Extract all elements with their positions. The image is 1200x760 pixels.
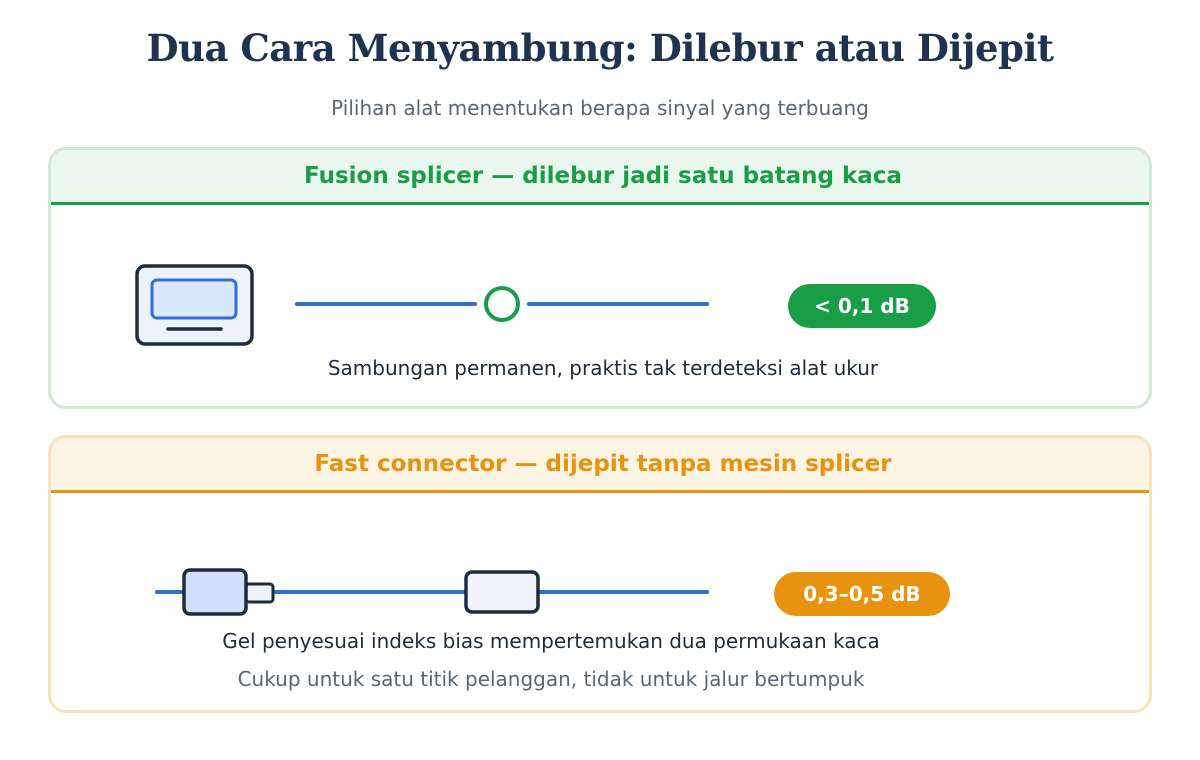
splicer-machine-icon — [135, 264, 254, 346]
fast-connector-heading: Fast connector — dijepit tanpa mesin spl… — [51, 438, 1149, 493]
fast-connector-caption: Gel penyesuai indeks bias mempertemukan … — [222, 629, 880, 653]
fusion-splicer-heading: Fusion splicer — dilebur jadi satu batan… — [51, 150, 1149, 205]
fast-connector-loss-badge: 0,3–0,5 dB — [774, 572, 950, 616]
fusion-loss-badge: < 0,1 dB — [788, 284, 936, 328]
page-title: Dua Cara Menyambung: Dilebur atau Dijepi… — [146, 26, 1054, 70]
fast-connector-note: Cukup untuk satu titik pelanggan, tidak … — [237, 667, 865, 691]
fusion-splicer-panel: Fusion splicer — dilebur jadi satu batan… — [48, 147, 1152, 409]
fast-connector-panel: Fast connector — dijepit tanpa mesin spl… — [48, 435, 1152, 713]
adapter-coupler-icon — [464, 570, 540, 614]
fusion-caption: Sambungan permanen, praktis tak terdetek… — [327, 356, 879, 380]
page-subtitle: Pilihan alat menentukan berapa sinyal ya… — [331, 96, 869, 120]
fusion-diagram — [135, 264, 709, 346]
fusion-joint-icon — [484, 286, 520, 322]
fast-connector-diagram — [155, 568, 709, 616]
connector-plug-icon — [182, 568, 275, 616]
